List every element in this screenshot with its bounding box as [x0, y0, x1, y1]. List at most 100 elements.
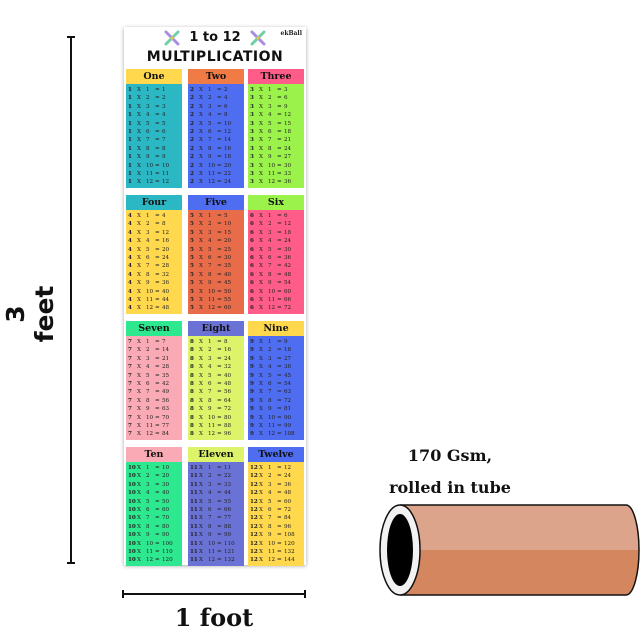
product: 27	[284, 355, 292, 362]
equals-sign: =	[155, 254, 160, 261]
product: 36	[284, 254, 292, 261]
equals-sign: =	[155, 162, 160, 169]
multiplicand: 10	[128, 490, 136, 497]
times-sign: X	[199, 154, 203, 161]
multiplier: 5	[208, 498, 212, 505]
width-dimension-cap-left	[122, 590, 124, 598]
times-sign: X	[137, 473, 141, 480]
equals-sign: =	[155, 103, 160, 110]
multiplicand: 5	[190, 254, 194, 261]
multiplicand: 2	[190, 112, 194, 119]
multiplier: 1	[268, 339, 272, 345]
multiplicand: 4	[128, 296, 132, 303]
equals-sign: =	[217, 397, 222, 404]
multiplicand: 8	[190, 364, 194, 371]
multiplier: 12	[146, 431, 154, 438]
product: 108	[284, 431, 295, 438]
times-sign: X	[259, 515, 263, 522]
product: 66	[284, 296, 292, 303]
table-heading: Seven	[126, 321, 182, 336]
times-sign: X	[259, 506, 263, 513]
multiplier: 5	[268, 120, 272, 127]
multiplicand: 10	[128, 532, 136, 539]
equals-sign: =	[217, 490, 222, 497]
equals-sign: =	[155, 170, 160, 177]
multiplier: 8	[208, 145, 212, 152]
multiplier: 2	[268, 473, 272, 480]
multiplier: 3	[146, 103, 150, 110]
product: 33	[284, 170, 292, 177]
multiplicand: 12	[250, 498, 258, 505]
times-sign: X	[199, 305, 203, 312]
multiplier: 6	[268, 254, 272, 261]
multiplicand: 9	[250, 339, 254, 345]
multiplicand: 3	[250, 145, 254, 152]
product: 48	[284, 271, 292, 278]
equals-sign: =	[277, 498, 282, 505]
equals-sign: =	[155, 120, 160, 127]
equals-sign: =	[217, 128, 222, 135]
multiplicand: 11	[190, 490, 198, 497]
equals-sign: =	[217, 380, 222, 387]
product: 77	[162, 422, 170, 429]
table-heading: Six	[248, 195, 304, 210]
multiplier: 12	[146, 557, 154, 564]
multiplier: 2	[146, 473, 150, 480]
multiplicand: 12	[250, 532, 258, 539]
times-sign: X	[259, 481, 263, 488]
multiplier: 3	[146, 229, 150, 236]
equals-sign: =	[277, 112, 282, 119]
times-sign: X	[259, 523, 263, 530]
product: 60	[224, 305, 232, 312]
multiplicand: 2	[190, 170, 194, 177]
multiplier: 7	[146, 263, 150, 270]
times-sign: X	[259, 473, 263, 480]
multiplier: 11	[208, 548, 216, 555]
multiplier: 9	[268, 532, 272, 539]
multiplier: 4	[146, 238, 150, 245]
times-sign: X	[137, 414, 141, 421]
multiply-icon-left	[164, 30, 180, 46]
product: 40	[162, 490, 170, 497]
equals-sign: =	[155, 137, 160, 144]
times-sign: X	[137, 380, 141, 387]
product: 24	[224, 355, 232, 362]
multiplicand: 12	[250, 490, 258, 497]
product: 20	[162, 473, 170, 480]
equals-sign: =	[155, 347, 160, 354]
product: 99	[284, 422, 292, 429]
equals-sign: =	[155, 506, 160, 513]
multiplier: 6	[208, 254, 212, 261]
product: 15	[284, 120, 292, 127]
multiplier: 10	[146, 414, 154, 421]
multiplier: 8	[208, 523, 212, 530]
times-sign: X	[259, 305, 263, 312]
multiplicand: 3	[250, 95, 254, 102]
equals-sign: =	[217, 112, 222, 119]
multiplier: 8	[146, 145, 150, 152]
times-sign: X	[199, 145, 203, 152]
multiplier: 5	[146, 120, 150, 127]
